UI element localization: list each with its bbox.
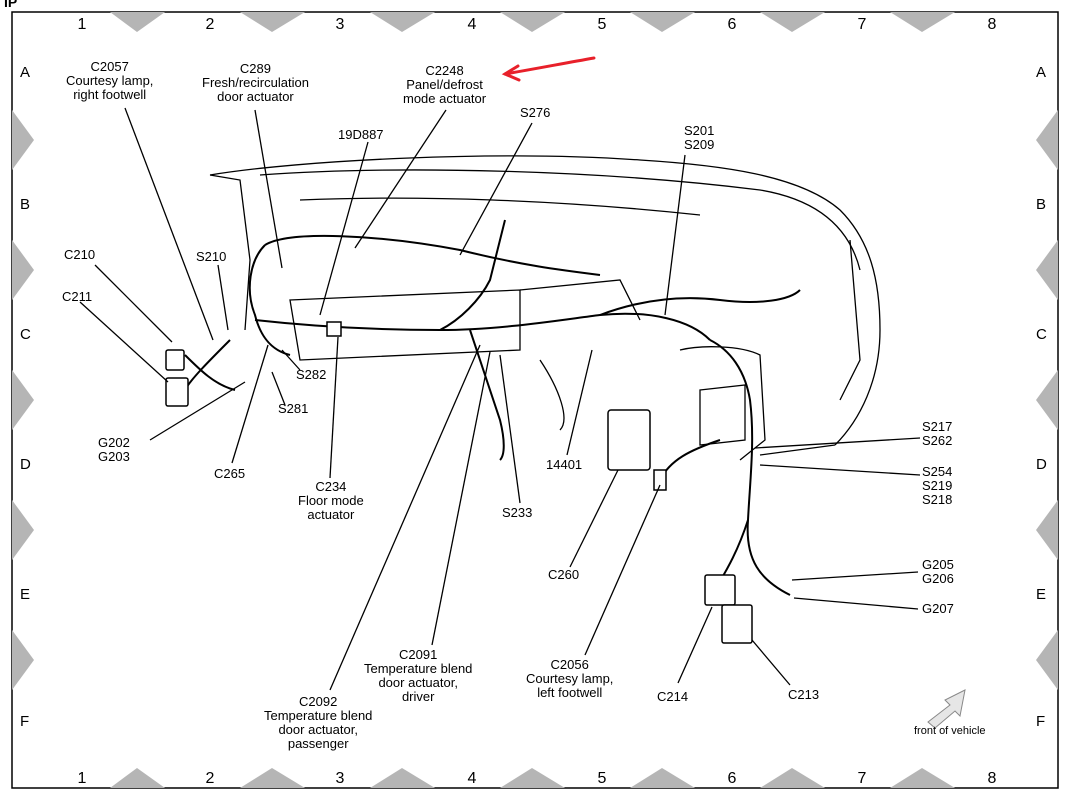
grid-col-8-bottom: 8 (987, 770, 997, 787)
grid-col-8-top: 8 (987, 16, 997, 33)
grid-row-d-left: D (20, 456, 31, 473)
grid-col-6-top: 6 (727, 16, 737, 33)
c213-connector (721, 604, 753, 644)
label-c210: C210 (64, 247, 96, 262)
label-g207: G207 (922, 601, 954, 616)
grid-row-e-right: E (1036, 586, 1047, 603)
label-front-of-vehicle: front of vehicle (914, 725, 986, 737)
grid-markers (12, 12, 1058, 788)
grid-row-c-left: C (20, 326, 31, 343)
grid-row-d-right: D (1036, 456, 1047, 473)
grid-row-a-left: A (20, 64, 31, 81)
label-c265: C265 (214, 466, 246, 481)
label-s210: S210 (196, 249, 227, 264)
label-c260: C260 (548, 567, 580, 582)
grid-col-2-bottom: 2 (205, 770, 215, 787)
grid-col-7-bottom: 7 (857, 770, 867, 787)
c260-connector (607, 409, 651, 471)
label-s281: S281 (278, 401, 309, 416)
grid-col-3-bottom: 3 (335, 770, 345, 787)
grid-col-7-top: 7 (857, 16, 867, 33)
connectors (165, 321, 753, 644)
c234-connector (326, 321, 342, 337)
grid-row-e-left: E (20, 586, 31, 603)
label-s233: S233 (502, 505, 533, 520)
label-s282: S282 (296, 367, 327, 382)
grid-row-b-right: B (1036, 196, 1047, 213)
grid-col-6-bottom: 6 (727, 770, 737, 787)
grid-col-3-top: 3 (335, 16, 345, 33)
grid-col-1-top: 1 (77, 16, 87, 33)
grid-row-b-left: B (20, 196, 31, 213)
leader-lines (79, 107, 921, 691)
label-14401: 14401 (546, 457, 583, 472)
front-of-vehicle-arrow (927, 689, 966, 729)
c214-connector (704, 574, 736, 606)
c210-connector (165, 349, 185, 371)
label-19d887: 19D887 (338, 127, 384, 142)
grid-row-f-left: F (20, 713, 30, 730)
red-annotation-arrow (501, 56, 596, 82)
grid-row-a-right: A (1036, 64, 1047, 81)
c2056-connector (653, 469, 667, 491)
page-tag: IP (4, 0, 18, 10)
grid-col-2-top: 2 (205, 16, 215, 33)
label-s276: S276 (520, 105, 551, 120)
instrument-panel-outline (209, 155, 881, 461)
grid-col-4-bottom: 4 (467, 770, 477, 787)
wiring-harness (184, 219, 801, 596)
label-c214: C214 (657, 689, 689, 704)
grid-col-4-top: 4 (467, 16, 477, 33)
grid-col-1-bottom: 1 (77, 770, 87, 787)
label-c213: C213 (788, 687, 820, 702)
label-c211: C211 (62, 289, 93, 304)
grid-row-c-right: C (1036, 326, 1047, 343)
grid-col-5-top: 5 (597, 16, 607, 33)
grid-row-f-right: F (1036, 713, 1046, 730)
grid-col-5-bottom: 5 (597, 770, 607, 787)
c211-connector (165, 377, 189, 407)
